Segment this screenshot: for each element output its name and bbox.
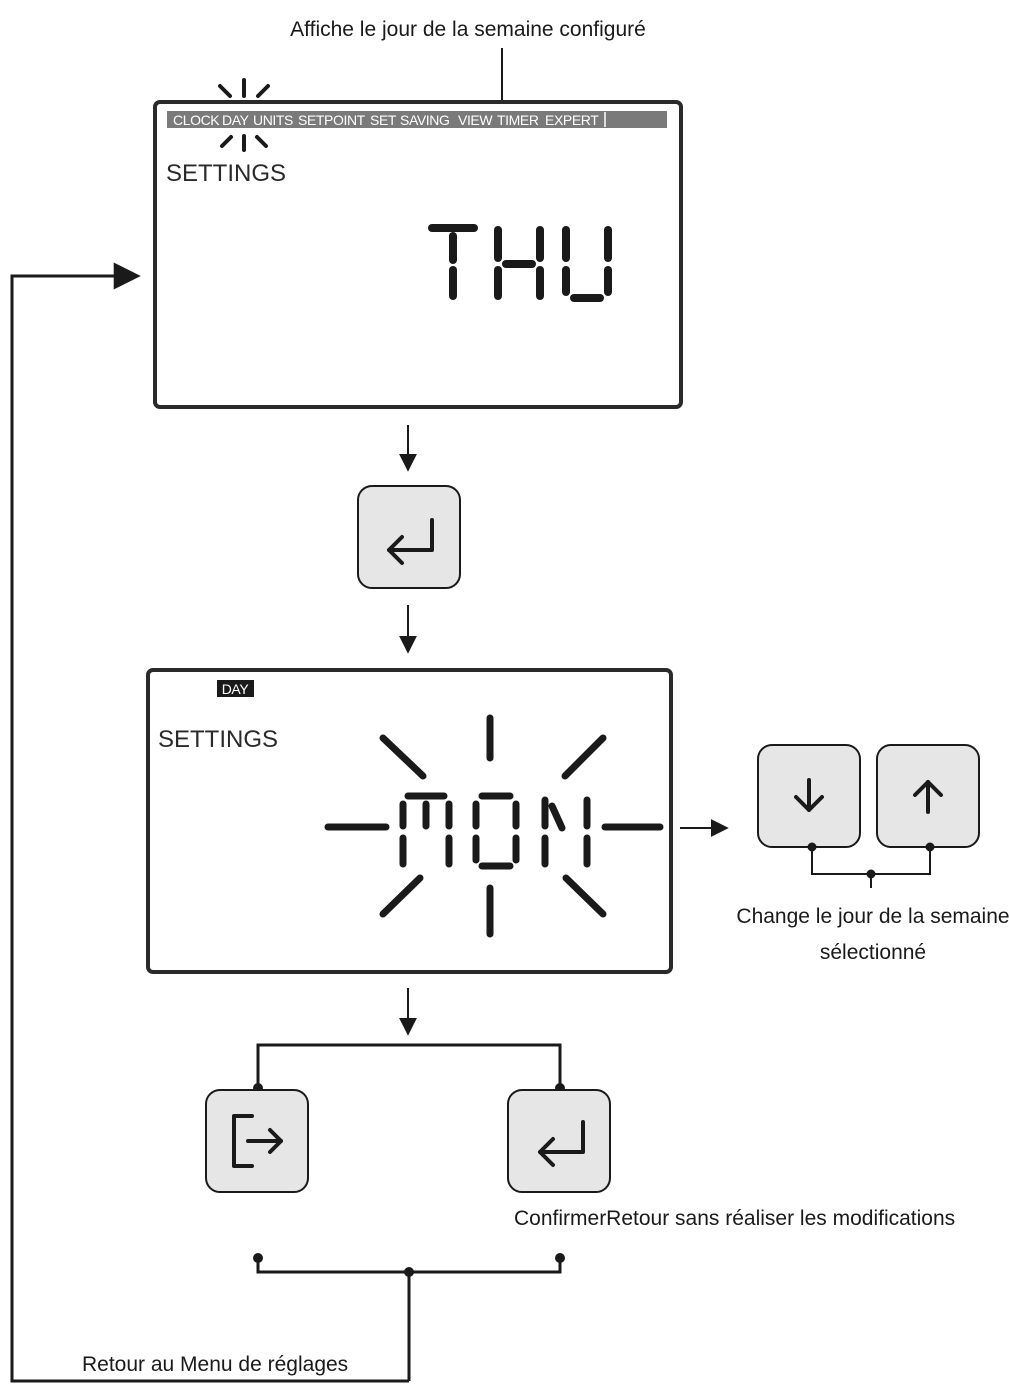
tab-bar (167, 111, 667, 128)
return-bracket (253, 1253, 565, 1381)
tab-units: UNITS (253, 112, 293, 128)
up-arrow-icon (913, 780, 943, 814)
exit-icon (232, 1114, 283, 1168)
up-down-bracket (807, 842, 935, 888)
tab-day: DAY (222, 112, 250, 128)
blink-rays-icon (218, 78, 270, 152)
tab-bar-labels: CLOCK DAY UNITS SETPOINT SET SAVING VIEW… (173, 112, 606, 128)
enter-button[interactable] (357, 485, 461, 589)
tab-set: SET (370, 112, 397, 128)
confirm-enter-button[interactable] (507, 1089, 611, 1193)
screen2-value-mon (399, 792, 591, 870)
tab-clock: CLOCK (173, 112, 220, 128)
down-button[interactable] (757, 744, 861, 848)
caption-return-menu: Retour au Menu de réglages (82, 1353, 348, 1376)
day-badge (217, 680, 254, 697)
lcd-screen-1: CLOCK DAY UNITS SETPOINT SET SAVING VIEW… (153, 78, 683, 409)
screen2-settings-label: SETTINGS (158, 726, 278, 753)
lcd-screen-2: DAY SETTINGS (146, 668, 673, 974)
day-badge-label: DAY (222, 681, 250, 697)
enter-arrow-icon (538, 1120, 585, 1167)
tab-expert: EXPERT (545, 112, 599, 128)
choice-bracket (253, 1043, 565, 1093)
caption-confirm-back: ConfirmerRetour sans réaliser les modifi… (514, 1207, 955, 1230)
return-loop-line (10, 262, 409, 1383)
tab-timer: TIMER (497, 112, 539, 128)
screen1-settings-label: SETTINGS (166, 160, 286, 187)
tab-saving: SAVING (400, 112, 449, 128)
up-button[interactable] (876, 744, 980, 848)
tab-view: VIEW (458, 112, 493, 128)
blink-rays-icon (324, 714, 664, 938)
tab-setpoint: SETPOINT (298, 112, 366, 128)
caption-change-day: Change le jour de la semaine (736, 905, 1009, 928)
down-arrow-icon (794, 778, 824, 812)
caption-selected: sélectionné (820, 941, 926, 964)
exit-button[interactable] (205, 1089, 309, 1193)
screen1-value-thu (428, 224, 612, 302)
enter-arrow-icon (387, 518, 434, 565)
caption-top: Affiche le jour de la semaine configuré (290, 18, 646, 41)
